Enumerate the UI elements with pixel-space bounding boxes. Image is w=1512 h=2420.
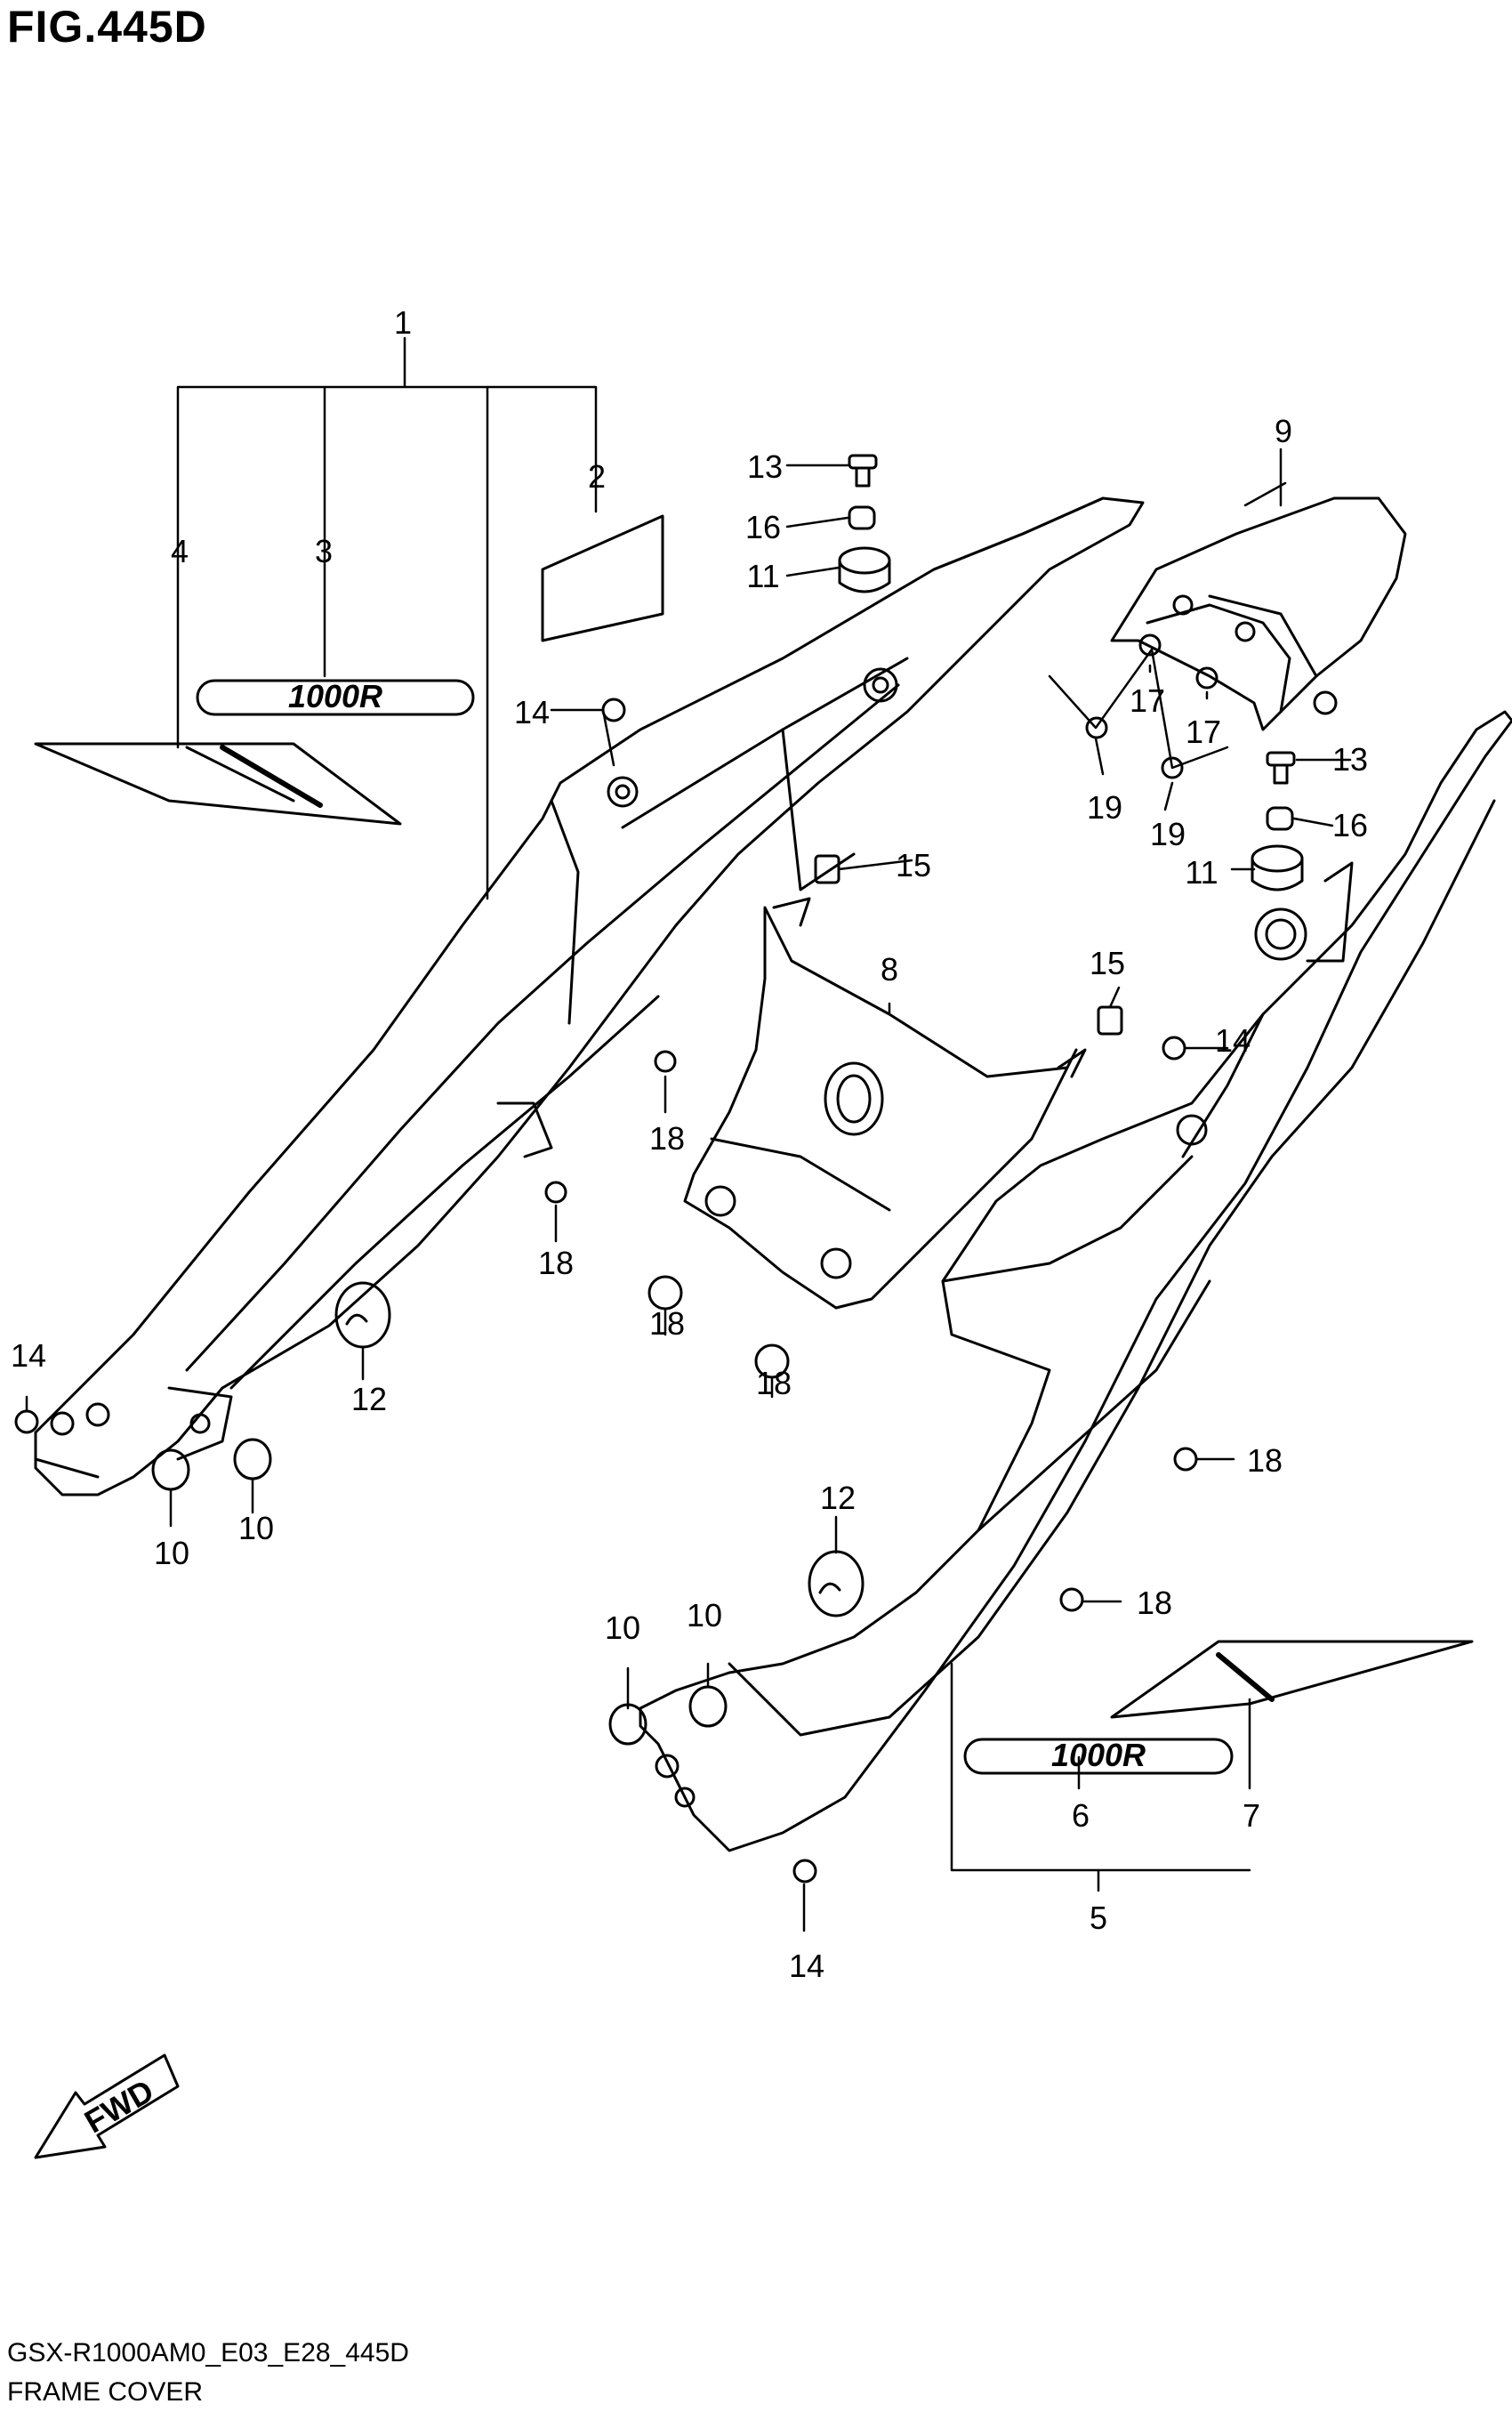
callout-1: 1 (394, 304, 412, 341)
figure-code: GSX-R1000AM0_E03_E28_445D (7, 2338, 409, 2368)
callout-18-c: 18 (649, 1305, 685, 1342)
callout-19-b: 19 (1150, 816, 1186, 852)
callout-5: 5 (1090, 1900, 1107, 1936)
callout-18-d: 18 (756, 1365, 792, 1401)
callout-12-a: 12 (351, 1381, 387, 1417)
left-frame-cover (34, 496, 1145, 1496)
right-stripe-decal (1110, 1640, 1474, 1719)
callout-18-b: 18 (538, 1245, 574, 1281)
callout-14-a: 14 (514, 694, 550, 730)
callout-14-c: 14 (11, 1337, 46, 1374)
callout-labels: 1 2 3 4 5 6 7 8 9 10 10 10 10 11 11 12 1… (11, 304, 1368, 1984)
callout-18-f: 18 (1137, 1585, 1172, 1621)
callout-6: 6 (1072, 1797, 1090, 1834)
callout-11-b: 11 (1185, 854, 1218, 891)
callout-14-d: 14 (789, 1948, 824, 1984)
callout-2: 2 (588, 458, 606, 495)
callout-leader-lines (25, 336, 1352, 1932)
callout-14-b: 14 (1215, 1022, 1251, 1059)
figure-name: FRAME COVER (7, 2377, 204, 2407)
callout-15-b: 15 (1090, 945, 1125, 981)
callout-4: 4 (171, 533, 189, 569)
figure-title: FIG.445D (7, 2, 207, 52)
small-hardware-parts (14, 454, 1304, 1884)
callout-16-b: 16 (1332, 807, 1368, 843)
callout-13-b: 13 (1332, 741, 1368, 778)
left-1000r-emblem: 1000R (196, 678, 475, 716)
fwd-direction-arrow: FWD (34, 2053, 180, 2159)
callout-18-e: 18 (1247, 1442, 1283, 1479)
callout-19-a: 19 (1087, 789, 1122, 826)
callout-15-a: 15 (896, 847, 931, 883)
callout-10-b: 10 (238, 1510, 274, 1546)
rear-tail-cover (1110, 496, 1407, 731)
left-label-sticker (541, 514, 664, 642)
callout-9: 9 (1275, 413, 1292, 449)
callout-3: 3 (315, 533, 333, 569)
right-frame-cover (639, 710, 1512, 1852)
callout-13-a: 13 (747, 448, 783, 485)
callout-18-a: 18 (649, 1120, 685, 1157)
callout-10-d: 10 (687, 1597, 722, 1634)
center-cover (683, 897, 1087, 1310)
callout-8: 8 (881, 951, 898, 988)
callout-16-a: 16 (745, 509, 781, 545)
callout-11-a: 11 (746, 558, 779, 594)
callout-7: 7 (1243, 1797, 1260, 1834)
callout-17-a: 17 (1130, 682, 1165, 719)
callout-12-b: 12 (820, 1480, 856, 1516)
callout-17-b: 17 (1186, 714, 1221, 750)
callout-10-a: 10 (154, 1535, 189, 1571)
left-stripe-decal (34, 742, 402, 826)
right-emblem-text: 1000R (1051, 1737, 1146, 1773)
left-emblem-text: 1000R (288, 678, 382, 714)
callout-10-c: 10 (605, 1609, 640, 1646)
right-1000r-emblem: 1000R (963, 1737, 1234, 1775)
